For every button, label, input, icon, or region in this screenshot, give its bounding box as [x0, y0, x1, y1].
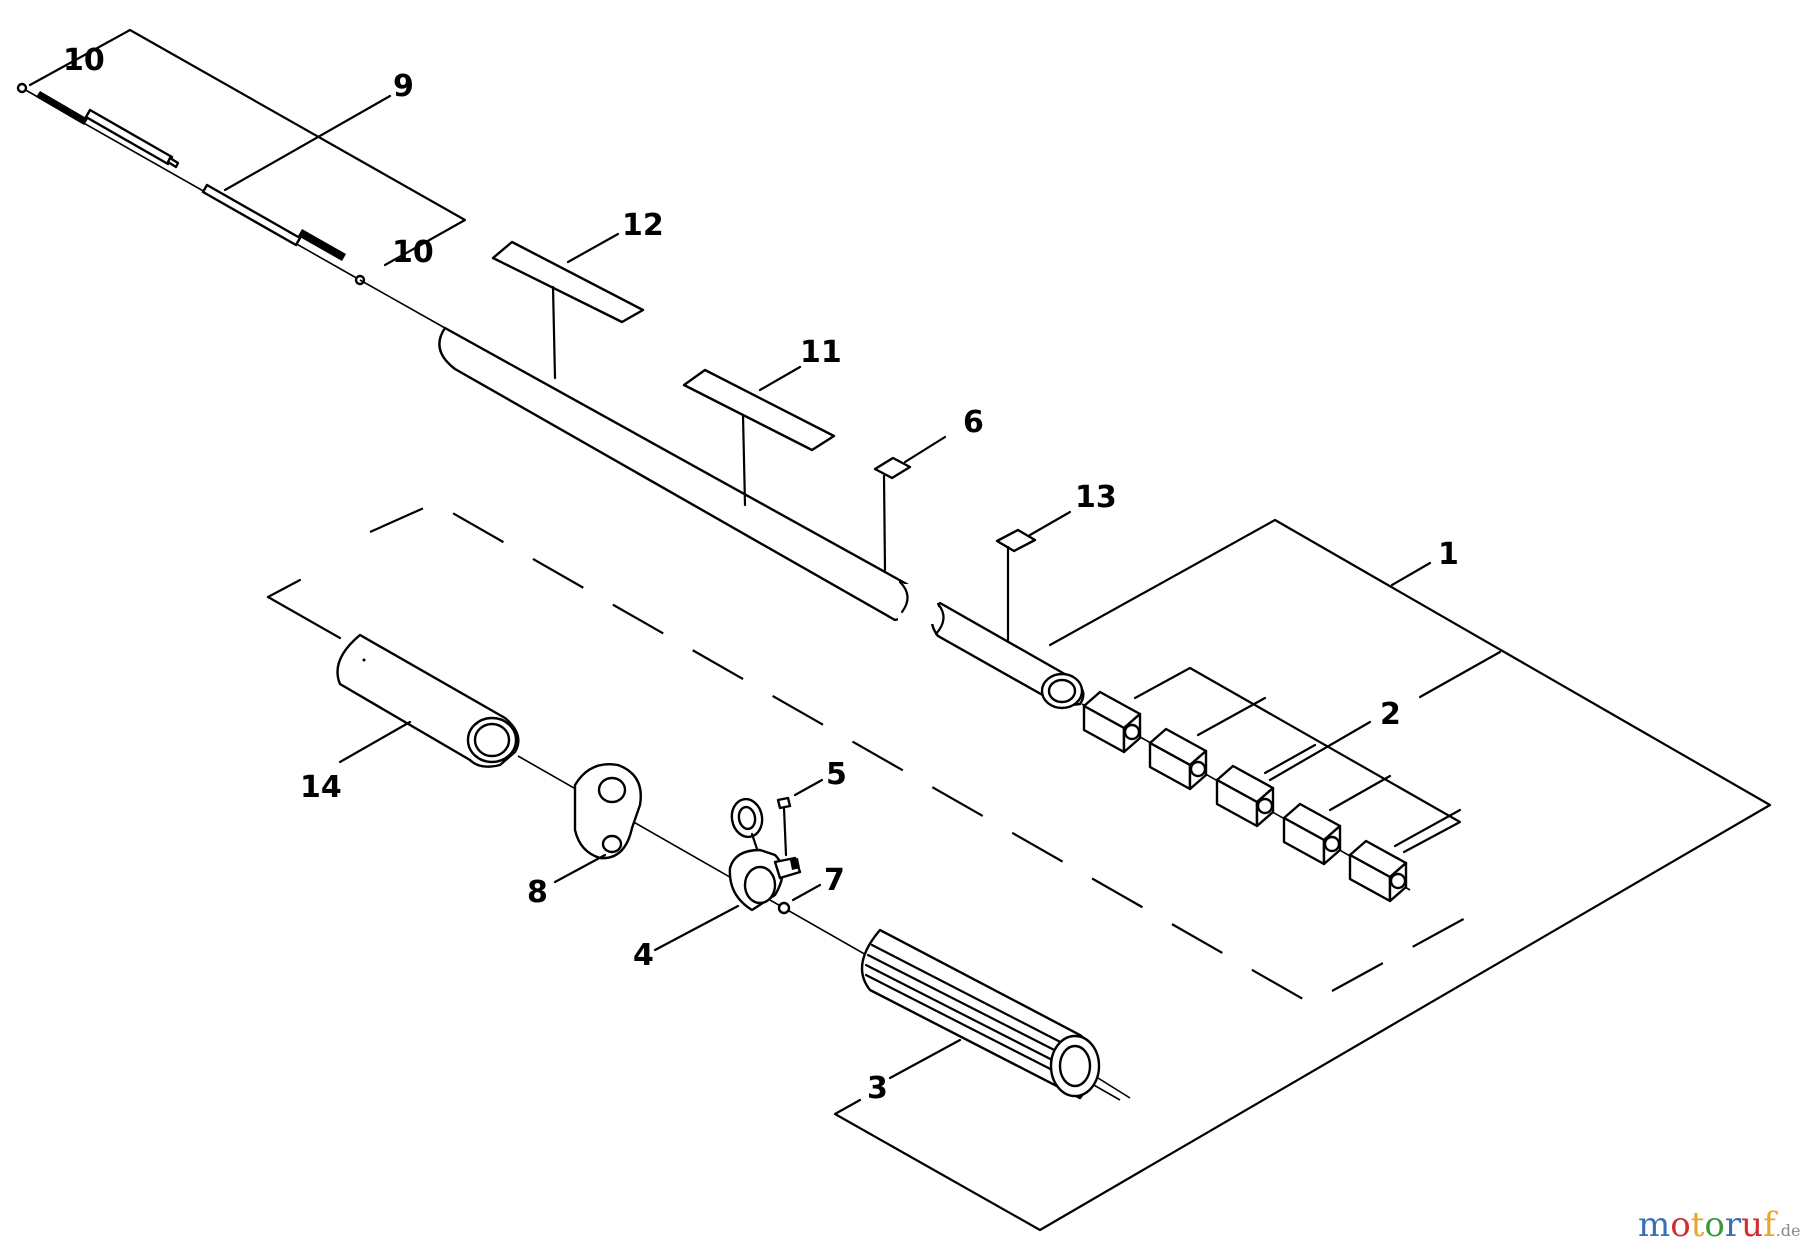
- watermark-letter: t: [1691, 1205, 1705, 1245]
- leader-part-12-down: [551, 285, 557, 380]
- tick-part-2-c: [1328, 774, 1392, 812]
- leader-part-1-branch: [1418, 650, 1502, 699]
- callout-part-7: 7: [824, 863, 845, 898]
- callout-part-6: 6: [963, 405, 984, 440]
- callout-part-12: 12: [622, 208, 664, 243]
- leader-part-4: [653, 904, 740, 952]
- leader-part-8: [553, 853, 607, 884]
- callout-part-9: 9: [393, 69, 414, 104]
- handle-clamp-part-4: [728, 797, 802, 912]
- watermark-brand-text: motoruf: [1638, 1205, 1778, 1245]
- tick-part-2-d: [1393, 808, 1462, 848]
- leader-part-6-down: [882, 474, 887, 572]
- bracket-part-1: [833, 518, 1772, 1232]
- leader-part-7: [791, 883, 822, 902]
- watermark-suffix: .de: [1776, 1221, 1800, 1240]
- bracket-part-2-a: [1133, 666, 1462, 854]
- watermark-letter: r: [1725, 1205, 1742, 1245]
- callout-part-5: 5: [826, 757, 847, 792]
- decal-part-13: [995, 528, 1037, 553]
- dashed-group-outline: [369, 501, 1481, 1005]
- watermark-brand: motoruf.de: [1638, 1205, 1800, 1245]
- shaft-tube-part-1: [438, 326, 1085, 710]
- leader-part-2: [1268, 720, 1372, 782]
- tick-part-2-a: [1196, 696, 1267, 737]
- callout-part-1: 1: [1438, 537, 1459, 572]
- callout-part-10-top: 10: [63, 43, 105, 78]
- leader-part-13: [1028, 510, 1072, 537]
- leader-part-1: [1390, 561, 1432, 587]
- callout-part-2: 2: [1380, 697, 1401, 732]
- callout-part-14: 14: [300, 770, 342, 805]
- pin-left-part-10: [16, 82, 28, 94]
- grip-part-3: [860, 928, 1101, 1100]
- watermark-letter: o: [1704, 1205, 1724, 1245]
- leader-part-11: [758, 365, 802, 392]
- leader-part-11-down: [741, 413, 747, 507]
- watermark-letter: f: [1763, 1205, 1778, 1245]
- tick-part-2-b: [1263, 743, 1317, 775]
- drive-shaft-part-9: [16, 82, 366, 286]
- decal-part-6: [873, 456, 912, 480]
- callout-part-11: 11: [800, 335, 842, 370]
- watermark-letter: o: [1670, 1205, 1690, 1245]
- leader-part-6: [903, 435, 947, 464]
- guide-part-14: [266, 595, 342, 640]
- screw-part-5: [776, 796, 792, 857]
- callout-part-13: 13: [1075, 480, 1117, 515]
- callout-part-10-bottom: 10: [392, 235, 434, 270]
- leader-part-3: [888, 1038, 962, 1080]
- bushings-part-2: [1082, 690, 1408, 903]
- leader-part-14: [338, 720, 412, 764]
- leader-part-5: [793, 778, 824, 797]
- decal-part-11: [682, 368, 836, 452]
- callout-part-4: 4: [633, 938, 654, 973]
- decal-part-12: [491, 240, 645, 324]
- bracket-part-14-tick: [266, 578, 302, 599]
- watermark: motoruf.de: [1638, 1205, 1800, 1245]
- leader-part-12: [566, 232, 620, 264]
- bracket-part-10: [28, 28, 467, 267]
- callout-part-8: 8: [527, 875, 548, 910]
- watermark-letter: u: [1741, 1205, 1763, 1245]
- nut-part-7: [777, 901, 791, 915]
- leader-part-9: [223, 94, 392, 192]
- handle-tube-part-14: [336, 633, 520, 768]
- watermark-letter: m: [1638, 1205, 1670, 1245]
- clamp-plate-part-8: [573, 763, 642, 860]
- callout-part-3: 3: [867, 1071, 888, 1106]
